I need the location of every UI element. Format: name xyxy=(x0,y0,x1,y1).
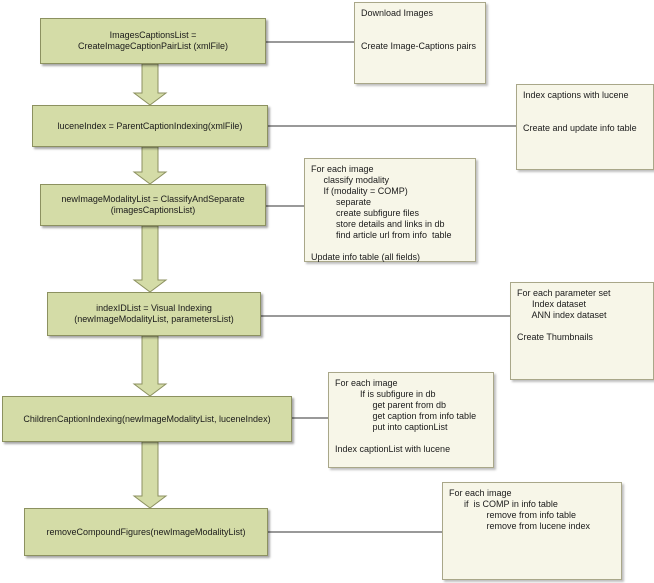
note-text-line: For each image xyxy=(335,378,398,388)
note-text-line: Index captionList with lucene xyxy=(335,444,451,454)
flow-arrow-5 xyxy=(132,441,168,509)
note-text-line: Download Images xyxy=(361,8,434,18)
note-text-line: Index captions with lucene xyxy=(523,90,629,100)
step-text-line: newImageModalityList = ClassifyAndSepara… xyxy=(61,194,245,204)
note-text-line: For each image xyxy=(311,164,374,174)
note-text-line xyxy=(335,433,487,444)
flow-arrow-4 xyxy=(132,335,168,397)
step-note-6: For each image if is COMP in info table … xyxy=(442,482,622,580)
note-text-line: Create Thumbnails xyxy=(517,332,593,342)
process-step-4: indexIDList = Visual Indexing(newImageMo… xyxy=(47,292,261,336)
step-text-line: indexIDList = Visual Indexing xyxy=(96,303,212,313)
process-step-2: luceneIndex = ParentCaptionIndexing(xmlF… xyxy=(32,105,268,147)
note-text-line: put into captionList xyxy=(335,422,448,432)
step-text-line: (imagesCaptionsList) xyxy=(110,205,196,215)
note-text-line xyxy=(523,101,647,112)
note-text-line: get parent from db xyxy=(335,400,447,410)
note-text-line: find article url from info table xyxy=(311,230,452,240)
note-text-line: Create Image-Captions pairs xyxy=(361,41,477,51)
note-text-line xyxy=(361,19,479,30)
step-text-line: CreateImageCaptionPairList (xmlFile) xyxy=(77,41,229,51)
note-text-line: Update info table (all fields) xyxy=(311,252,421,262)
process-step-1: ImagesCaptionsList =CreateImageCaptionPa… xyxy=(40,18,266,64)
note-text-line: create subfigure files xyxy=(311,208,420,218)
step-text-line: (newImageModalityList, parametersList) xyxy=(74,314,234,324)
step-text-line: removeCompoundFigures(newImageModalityLi… xyxy=(46,526,246,537)
flow-arrow-2 xyxy=(132,146,168,185)
flow-arrow-1 xyxy=(132,63,168,106)
note-text-line: If (modality = COMP) xyxy=(311,186,408,196)
note-text-line: Create and update info table xyxy=(523,123,637,133)
note-text-line xyxy=(517,321,647,332)
note-connectors xyxy=(261,41,516,533)
note-text-line: For each parameter set xyxy=(517,288,611,298)
process-step-3: newImageModalityList = ClassifyAndSepara… xyxy=(40,184,266,226)
note-text-line: get caption from info table xyxy=(335,411,477,421)
step-text-line: ChildrenCaptionIndexing(newImageModality… xyxy=(23,413,271,424)
step-note-4: For each parameter set Index dataset ANN… xyxy=(510,282,654,380)
note-text-line: store details and links in db xyxy=(311,219,445,229)
step-note-3: For each image classify modality If (mod… xyxy=(304,158,476,262)
note-text-line xyxy=(523,112,647,123)
note-text-line xyxy=(311,241,469,252)
note-text-line: For each image xyxy=(449,488,512,498)
note-text-line: classify modality xyxy=(311,175,390,185)
step-text-line: luceneIndex = ParentCaptionIndexing(xmlF… xyxy=(57,120,243,131)
note-text-line: remove from lucene index xyxy=(449,521,591,531)
note-text-line: remove from info table xyxy=(449,510,577,520)
note-text-line: if is COMP in info table xyxy=(449,499,558,509)
note-text-line xyxy=(361,30,479,41)
step-note-5: For each image If is subfigure in db get… xyxy=(328,372,494,468)
process-step-5: ChildrenCaptionIndexing(newImageModality… xyxy=(2,396,292,442)
note-text-line: Index dataset xyxy=(517,299,587,309)
note-text-line: ANN index dataset xyxy=(517,310,607,320)
note-text-line: separate xyxy=(311,197,372,207)
process-step-6: removeCompoundFigures(newImageModalityLi… xyxy=(24,508,268,556)
flow-arrow-3 xyxy=(132,225,168,293)
flow-arrows xyxy=(132,63,168,509)
note-text-line: If is subfigure in db xyxy=(335,389,436,399)
step-text-line: ImagesCaptionsList = xyxy=(109,30,197,40)
